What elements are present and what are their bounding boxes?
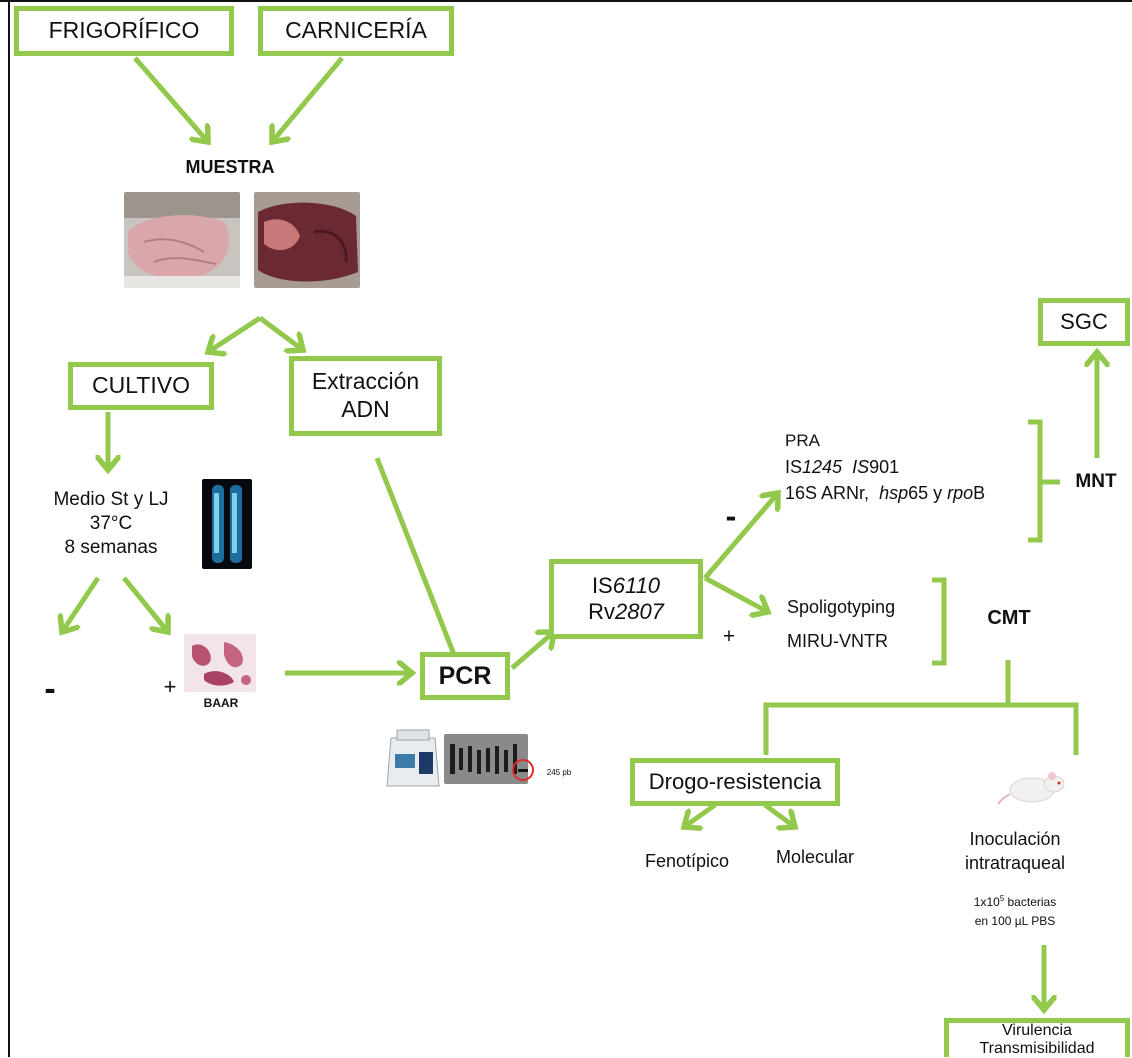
- cmt-bracket: [932, 577, 947, 666]
- temp-label: 37°C: [89, 513, 133, 534]
- drogo-label: Drogo-resistencia: [648, 768, 822, 794]
- sgc-box: SGC: [1038, 298, 1130, 346]
- is6110-box: IS6110 Rv2807: [549, 559, 703, 639]
- fenotipico-label: Fenotípico: [644, 851, 730, 871]
- extraccion-box: Extracción ADN: [289, 356, 442, 436]
- transmisibilidad-label: Transmisibilidad: [979, 1040, 1095, 1057]
- extraccion-label-line1: Extracción: [311, 368, 420, 395]
- frigorifico-label: FRIGORÍFICO: [48, 17, 200, 44]
- pra-label: PRA: [785, 431, 820, 450]
- arrow-pcr-to-is6110: [510, 632, 554, 670]
- dose-label: 1x105 bacterias: [973, 894, 1057, 909]
- rv2807-label: Rv2807: [588, 599, 664, 624]
- pcr-label: PCR: [438, 662, 492, 690]
- drogo-box: Drogo-resistencia: [630, 758, 840, 806]
- pcr-box: PCR: [420, 652, 510, 700]
- thermocycler-photo: [385, 728, 441, 790]
- is6110-label: IS6110: [591, 572, 661, 598]
- intratraqueal-label: intratraqueal: [964, 853, 1066, 873]
- arrow-drogo-to-molecular: [763, 802, 795, 827]
- carniceria-box: CARNICERÍA: [258, 6, 454, 56]
- medio-label: Medio St y LJ: [53, 489, 169, 510]
- frigorifico-box: FRIGORÍFICO: [14, 6, 234, 56]
- arrow-extraccion-to-pcr: [374, 457, 462, 675]
- is1245-is901-label: IS1245 IS901: [785, 457, 900, 477]
- arrow-split-to-cultivo: [208, 315, 262, 352]
- cultivo-box: CULTIVO: [68, 362, 214, 410]
- gel-band-size-label: 245 pb: [546, 768, 572, 777]
- sgc-label: SGC: [1060, 308, 1108, 334]
- genes-label: 16S ARNr, hsp65 y rpoB: [785, 483, 986, 503]
- gel-band-marker: [512, 759, 534, 781]
- mouse-photo: [996, 766, 1072, 806]
- mnt-bracket: [1028, 419, 1043, 543]
- baar-microscopy-photo: [184, 634, 256, 692]
- miru-vntr-label: MIRU-VNTR: [787, 631, 888, 651]
- molecular-label: Molecular: [775, 847, 855, 867]
- dose-volume-label: en 100 µL PBS: [974, 914, 1056, 928]
- inoculacion-label: Inoculación: [969, 829, 1061, 849]
- virulencia-label: Virulencia: [1002, 1021, 1072, 1039]
- frame-left-border: [8, 0, 10, 1057]
- arrow-is6110-to-spoligotyping: [703, 575, 768, 612]
- arrow-medio-to-plus: [122, 576, 168, 632]
- frame-top-border: [0, 0, 1132, 2]
- arrow-frigorifico-to-muestra: [133, 56, 208, 142]
- cultivo-label: CULTIVO: [92, 372, 190, 399]
- arrow-carniceria-to-muestra: [272, 56, 344, 142]
- virulencia-box: Virulencia Transmisibilidad: [944, 1018, 1130, 1057]
- culture-positive-sign: +: [163, 674, 177, 699]
- arrow-is6110-to-pra: [703, 493, 778, 580]
- arrow-split-to-extraccion: [258, 315, 303, 350]
- arrow-drogo-to-fenotipico: [684, 802, 717, 827]
- extraccion-label-line2: ADN: [341, 396, 390, 422]
- is6110-positive-sign: +: [722, 625, 736, 648]
- is6110-negative-sign: -: [725, 498, 737, 534]
- muestra-label: MUESTRA: [185, 157, 275, 177]
- arrow-medio-to-minus: [62, 576, 101, 632]
- baar-label: BAAR: [203, 696, 239, 710]
- culture-tubes-photo: [202, 479, 252, 569]
- carniceria-label: CARNICERÍA: [285, 17, 427, 44]
- mnt-label: MNT: [1075, 471, 1117, 492]
- semanas-label: 8 semanas: [64, 537, 158, 558]
- sample-photo-lung: [124, 192, 240, 288]
- cmt-tree-branch: [763, 702, 1079, 755]
- sample-photo-liver: [254, 192, 360, 288]
- culture-negative-sign: -: [44, 670, 56, 708]
- cmt-label: CMT: [987, 607, 1031, 629]
- spoligotyping-label: Spoligotyping: [787, 597, 896, 617]
